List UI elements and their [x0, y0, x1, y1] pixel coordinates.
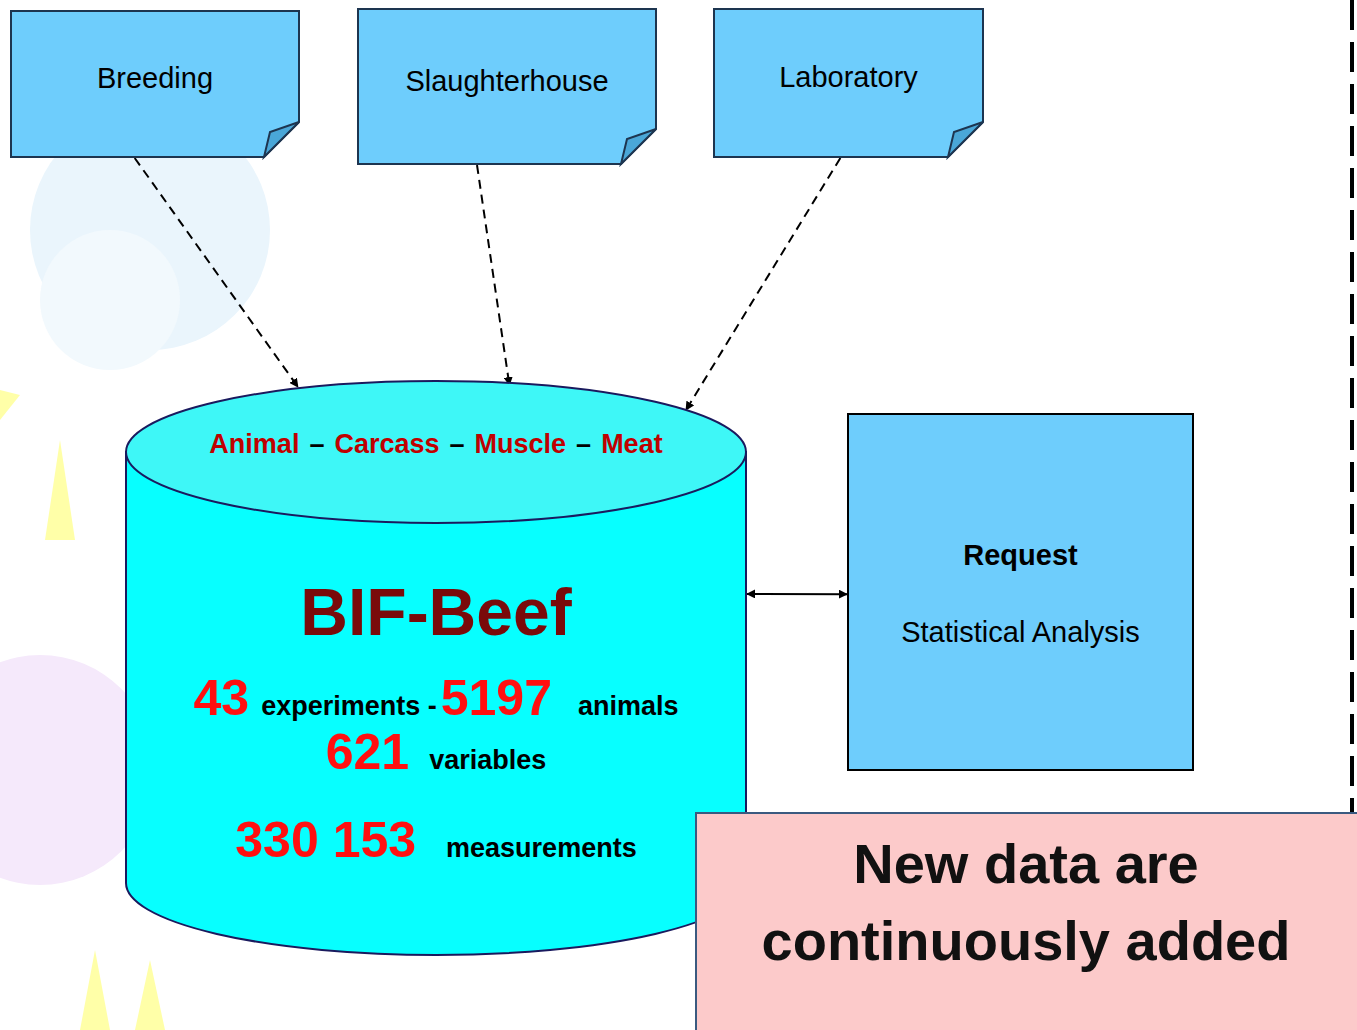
ray-decoration: [80, 950, 110, 1030]
text-row: 43 experiments -5197 animals: [125, 669, 747, 727]
source-note: Laboratory: [713, 8, 984, 158]
node-text: 330 153: [235, 811, 416, 869]
request-box-outline: [847, 413, 1194, 771]
text-row: Request: [847, 539, 1194, 572]
node-text: Meat: [601, 429, 663, 460]
node-text: experiments -: [261, 691, 437, 722]
request-box: RequestStatistical Analysis: [847, 413, 1194, 771]
ray-decoration: [0, 390, 20, 420]
text-row: Slaughterhouse: [357, 65, 657, 98]
node-text: 5197: [441, 669, 552, 727]
node-text: variables: [429, 745, 546, 776]
node-text: Muscle: [475, 429, 567, 460]
text-row: New data are continuously added: [695, 825, 1357, 980]
node-text: Statistical Analysis: [901, 616, 1140, 649]
source-note: Breeding: [10, 10, 300, 158]
node-text: 43: [194, 669, 250, 727]
node-text: Slaughterhouse: [405, 65, 608, 98]
text-row: Breeding: [10, 62, 300, 95]
node-text: New data are continuously added: [701, 825, 1351, 980]
note-box: New data are continuously added: [695, 812, 1357, 1030]
text-row: Statistical Analysis: [847, 616, 1194, 649]
node-text: Animal: [209, 429, 299, 460]
node-text: Carcass: [334, 429, 439, 460]
connector-arrow: [686, 158, 840, 410]
node-text: 621: [326, 723, 409, 781]
swirl-decoration: [40, 230, 180, 370]
ray-decoration: [135, 960, 165, 1030]
database-cylinder-outline: [125, 380, 747, 955]
connector-arrow: [477, 165, 509, 385]
text-row: Laboratory: [713, 61, 984, 94]
source-note: Slaughterhouse: [357, 8, 657, 165]
text-row: BIF-Beef: [125, 574, 747, 650]
node-text: Breeding: [97, 62, 213, 95]
node-text: Laboratory: [779, 61, 918, 94]
node-text: animals: [578, 691, 679, 722]
node-text: –: [576, 429, 591, 460]
connector-arrow: [135, 158, 298, 387]
node-text: measurements: [446, 833, 637, 864]
node-text: Request: [963, 539, 1077, 572]
connector-arrow: [747, 593, 847, 595]
node-text: –: [450, 429, 465, 460]
node-text: BIF-Beef: [300, 574, 571, 650]
node-text: –: [309, 429, 324, 460]
text-row: Animal–Carcass–Muscle–Meat: [125, 429, 747, 460]
divider-line: [1350, 0, 1354, 812]
text-row: 330 153 measurements: [125, 811, 747, 869]
ray-decoration: [45, 440, 75, 540]
database-cylinder: Animal–Carcass–Muscle–MeatBIF-Beef43expe…: [125, 380, 747, 955]
text-row: 621 variables: [125, 723, 747, 781]
